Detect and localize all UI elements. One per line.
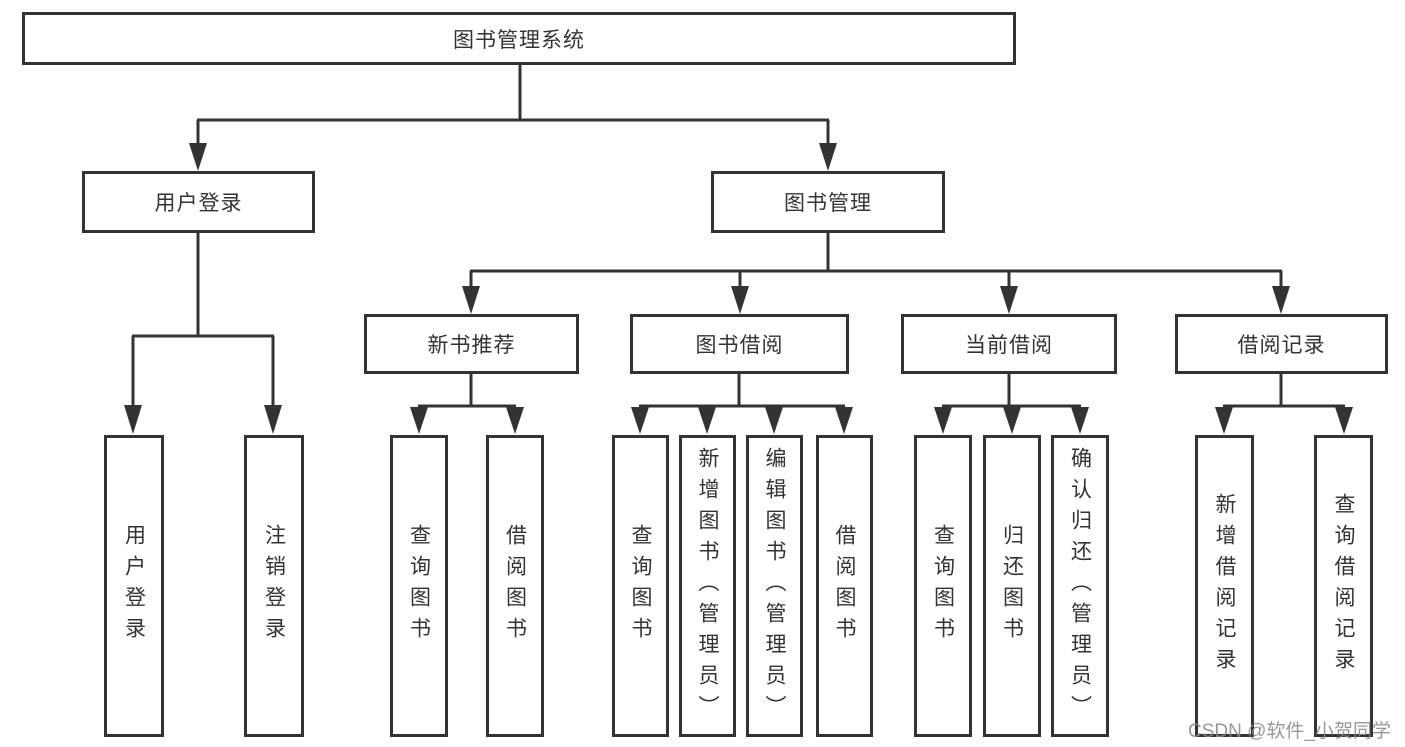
leaf-query-books-1-label: 查询图书: [407, 524, 431, 648]
leaf-query-borrow-record-label: 查询借阅记录: [1332, 493, 1356, 679]
node-book-borrowing: 图书借阅: [630, 314, 849, 374]
leaf-borrow-books-1-label: 借阅图书: [503, 524, 527, 648]
leaf-borrow-books-1: 借阅图书: [486, 435, 544, 737]
arrowheads: [124, 143, 1353, 434]
leaf-query-books-3: 查询图书: [914, 435, 972, 737]
node-borrow-records-label: 借阅记录: [1237, 334, 1326, 357]
leaf-query-books-2: 查询图书: [612, 435, 669, 737]
node-borrow-records: 借阅记录: [1175, 314, 1388, 374]
leaf-edit-book-admin-label: 编辑图书（管理员）: [763, 446, 787, 726]
leaf-query-borrow-record: 查询借阅记录: [1314, 435, 1373, 737]
node-library-system: 图书管理系统: [22, 12, 1016, 65]
leaf-query-books-2-label: 查询图书: [629, 524, 653, 648]
node-library-system-label: 图书管理系统: [453, 28, 585, 52]
watermark: CSDN @软件_小贺同学: [1188, 721, 1391, 742]
node-book-management-label: 图书管理: [784, 192, 872, 215]
node-book-borrowing-label: 图书借阅: [695, 334, 784, 357]
leaf-query-books-3-label: 查询图书: [931, 524, 955, 648]
leaf-confirm-return-admin: 确认归还（管理员）: [1051, 435, 1109, 737]
leaf-edit-book-admin: 编辑图书（管理员）: [746, 435, 803, 737]
leaf-borrow-books-2-label: 借阅图书: [833, 524, 857, 648]
leaf-add-book-admin-label: 新增图书（管理员）: [696, 446, 720, 726]
node-book-management: 图书管理: [711, 171, 945, 233]
node-user-login: 用户登录: [82, 171, 315, 233]
leaf-user-login: 用户登录: [104, 435, 164, 737]
node-new-book-recommend: 新书推荐: [364, 314, 579, 374]
node-current-borrowing-label: 当前借阅: [965, 334, 1053, 357]
leaf-return-book: 归还图书: [983, 435, 1041, 737]
node-current-borrowing: 当前借阅: [901, 314, 1117, 374]
node-new-book-recommend-label: 新书推荐: [427, 334, 516, 357]
leaf-query-books-1: 查询图书: [390, 435, 448, 737]
leaf-logout-label: 注销登录: [262, 524, 286, 648]
node-user-login-label: 用户登录: [154, 192, 243, 215]
leaf-user-login-label: 用户登录: [122, 524, 146, 648]
leaf-confirm-return-admin-label: 确认归还（管理员）: [1068, 446, 1092, 726]
leaf-add-borrow-record: 新增借阅记录: [1195, 435, 1254, 737]
connector-paths: [131, 65, 1345, 408]
leaf-borrow-books-2: 借阅图书: [816, 435, 873, 737]
leaf-add-book-admin: 新增图书（管理员）: [679, 435, 736, 737]
leaf-add-borrow-record-label: 新增借阅记录: [1213, 493, 1237, 679]
leaf-logout: 注销登录: [244, 435, 304, 737]
leaf-return-book-label: 归还图书: [1000, 524, 1024, 648]
